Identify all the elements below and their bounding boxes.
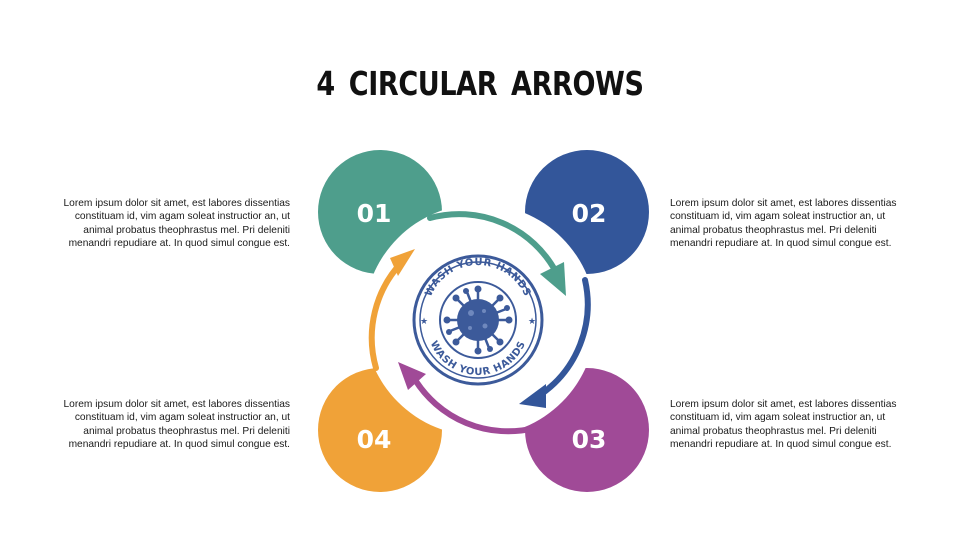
arrowhead-04 — [390, 249, 415, 276]
step-03-description: Lorem ipsum dolor sit amet, est labores … — [670, 399, 897, 451]
virus-icon — [443, 285, 513, 355]
star-icon: ★ — [420, 316, 428, 326]
star-icon: ★ — [528, 316, 536, 326]
step-01-number: 01 — [357, 199, 392, 228]
arrowhead-02 — [519, 384, 546, 408]
page-title: 4 CIRCULAR ARROWS — [316, 64, 644, 103]
step-01-description: Lorem ipsum dolor sit amet, est labores … — [63, 198, 291, 250]
arrowhead-03 — [398, 362, 426, 390]
arrow-04-to-01 — [368, 259, 405, 371]
step-02-description: Lorem ipsum dolor sit amet, est labores … — [670, 198, 897, 250]
arrowhead-01 — [540, 262, 566, 296]
step-04-description: Lorem ipsum dolor sit amet, est labores … — [63, 399, 291, 451]
arrow-03-to-04 — [411, 375, 538, 435]
step-02-number: 02 — [572, 199, 607, 228]
step-03-number: 03 — [572, 425, 607, 454]
step-04-number: 04 — [357, 425, 392, 454]
arrow-02-to-03 — [537, 277, 591, 398]
arrow-01-to-02 — [427, 211, 559, 275]
